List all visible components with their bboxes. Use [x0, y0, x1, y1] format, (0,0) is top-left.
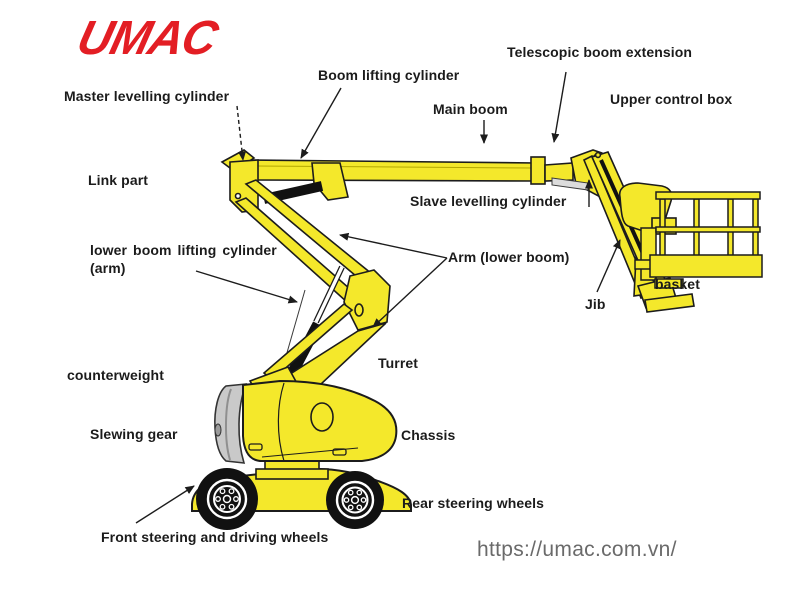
basket-shape	[634, 191, 763, 289]
arrow-master-levelling-cylinder	[236, 105, 247, 161]
label-arm-lower-boom: Arm (lower boom)	[448, 249, 570, 265]
turret-porthole-shape	[310, 402, 334, 432]
label-boom-lifting-cylinder: Boom lifting cylinder	[318, 67, 460, 83]
umac-logo: UMAC	[72, 9, 223, 64]
label-counterweight: counterweight	[67, 367, 164, 383]
slave-levelling-cylinder-shape	[551, 177, 589, 191]
arrow-front-wheels	[135, 485, 195, 524]
label-slave-levelling-cylinder: Slave levelling cylinder	[410, 193, 567, 209]
elbow-joint-shape	[343, 269, 391, 331]
counterweight-shape	[214, 383, 248, 464]
rear-wheel	[326, 471, 384, 529]
telescopic-extension-shape	[544, 162, 574, 182]
slewing-gear-shape	[255, 460, 329, 480]
label-lower-boom-lifting-cylinder: lower boom lifting cylinder (arm)	[90, 242, 277, 277]
label-front-steering-and-driving-wheels: Front steering and driving wheels	[101, 529, 329, 545]
boom-collar-shape	[530, 156, 546, 185]
label-jib: Jib	[585, 296, 606, 312]
arrow-telescopic-boom-extension	[551, 71, 567, 143]
arrow-jib	[596, 239, 621, 293]
arrow-boom-lifting-cylinder	[300, 87, 342, 159]
label-slewing-gear: Slewing gear	[90, 426, 178, 442]
front-wheel	[196, 468, 258, 530]
label-main-boom: Main boom	[433, 101, 508, 117]
arrow-arm-upper	[339, 232, 448, 259]
label-upper-control-box: Upper control box	[610, 91, 733, 107]
turret-shape	[242, 379, 398, 462]
label-telescopic-boom-extension: Telescopic boom extension	[507, 44, 693, 60]
label-chassis: Chassis	[401, 427, 456, 443]
arrow-arm-lower	[372, 257, 448, 328]
website-url: https://umac.com.vn/	[477, 538, 677, 561]
label-lower-boom-lifting-cylinder-line1: lower boom lifting cylinder	[90, 242, 277, 258]
arrow-lower-boom-lifting-cylinder	[195, 270, 298, 304]
label-basket: basket	[655, 276, 700, 292]
label-rear-steering-wheels: Rear steering wheels	[402, 495, 545, 511]
label-turret: Turret	[378, 355, 419, 371]
label-lower-boom-lifting-cylinder-line2: (arm)	[90, 259, 126, 276]
label-link-part: Link part	[88, 172, 149, 188]
label-master-levelling-cylinder: Master levelling cylinder	[64, 88, 230, 104]
leader-arrows	[135, 71, 621, 524]
